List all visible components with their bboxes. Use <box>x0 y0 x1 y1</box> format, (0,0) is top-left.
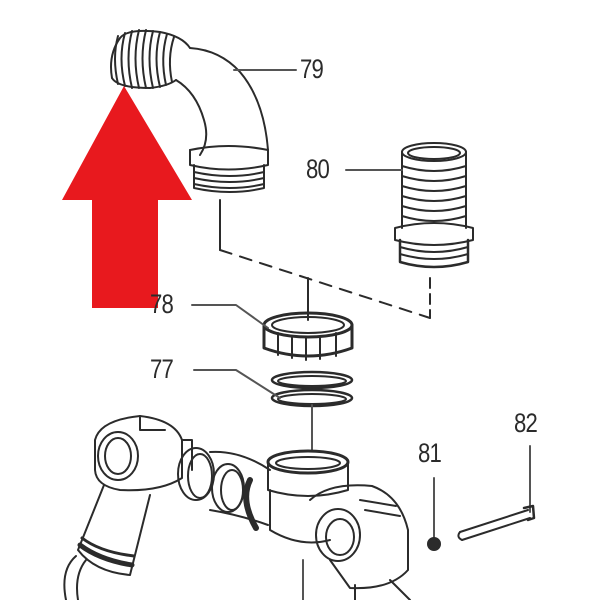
callout-79: 79 <box>300 54 324 84</box>
part-80-adapter <box>394 142 474 269</box>
part-81-nut <box>427 477 441 551</box>
callout-77: 77 <box>150 354 174 384</box>
callout-80: 80 <box>306 154 330 184</box>
valve-body-assembly <box>63 415 411 600</box>
red-arrow-icon <box>62 86 192 308</box>
part-79-elbow <box>110 29 269 193</box>
callout-81: 81 <box>418 438 442 468</box>
part-77-o-rings <box>193 369 354 451</box>
part-82-bolt <box>457 445 536 541</box>
part-78-union-nut <box>191 299 354 361</box>
dashed-connection-lines <box>219 199 431 319</box>
callout-82: 82 <box>514 408 538 438</box>
callout-78: 78 <box>150 289 174 319</box>
